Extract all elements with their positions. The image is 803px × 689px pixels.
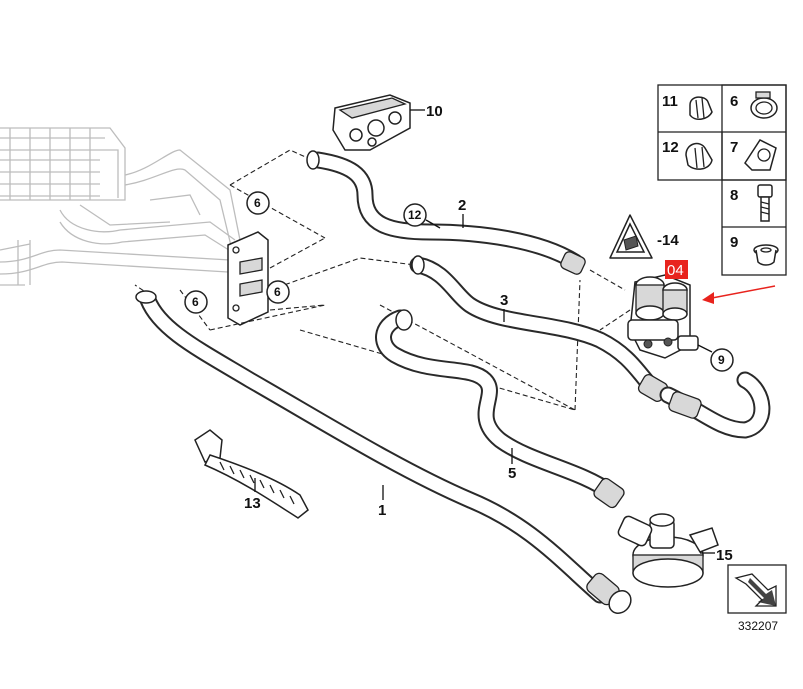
callout-15: 15 [716,547,733,564]
legend-7: 7 [730,139,738,156]
callout-2: 2 [458,197,466,214]
callout-5: 5 [508,465,516,482]
pump-15 [617,513,719,588]
hose-2 [306,150,586,275]
highlight-label-04: 04 [667,262,684,279]
hose-3 [409,255,669,402]
hose-5 [375,309,625,509]
callout-3: 3 [500,292,508,309]
legend-11: 11 [662,93,678,110]
direction-box [727,564,787,614]
callout-10: 10 [426,103,443,120]
legend-12: 12 [662,139,679,156]
callout-14: -14 [657,232,679,249]
bracket-10 [332,94,425,151]
callout-1: 1 [378,502,386,519]
assembly-lines [134,149,631,411]
legend-9: 9 [730,234,738,251]
callouts: 10 2 12 3 5 1 13 6 6 6 9 -14 15 [184,103,734,564]
warning-sign-14 [609,214,653,259]
heater-flange [227,231,269,326]
cable-tie-13 [194,429,309,519]
diagram-number: 332207 [738,619,778,633]
valve-04 [627,274,713,359]
callout-13: 13 [244,495,261,512]
red-arrow-icon [702,292,714,304]
legend-8: 8 [730,187,738,204]
callout-6a: 6 [254,196,261,210]
legend-box: 11 6 12 7 8 9 [657,84,787,276]
callout-6c: 6 [192,295,199,309]
callout-12-circled: 12 [408,208,422,222]
hose-1 [135,290,632,614]
callout-6b: 6 [274,285,281,299]
heater-core-ghost [0,127,241,286]
callout-9: 9 [718,353,725,367]
highlight-04: 04 [665,260,776,304]
legend-6: 6 [730,93,738,110]
hose-valve-loop [659,371,771,439]
